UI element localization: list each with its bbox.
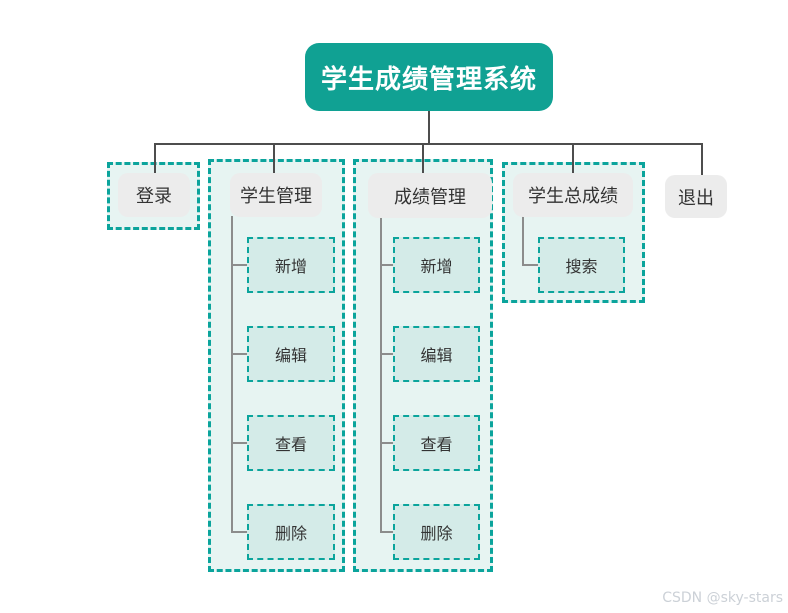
node-grade-view[interactable]: 查看 xyxy=(393,415,480,471)
node-grade-mgmt[interactable]: 成绩管理 xyxy=(368,173,492,218)
trunk-line xyxy=(154,143,703,145)
node-login[interactable]: 登录 xyxy=(118,173,190,217)
connector-line xyxy=(231,353,247,355)
spine-line xyxy=(522,216,524,266)
trunk-line xyxy=(428,111,430,145)
node-grade-delete[interactable]: 删除 xyxy=(393,504,480,560)
node-student-delete[interactable]: 删除 xyxy=(247,504,335,560)
connector-line xyxy=(522,264,538,266)
watermark-text: CSDN @sky-stars xyxy=(662,590,783,606)
node-student-view[interactable]: 查看 xyxy=(247,415,335,471)
branch-line xyxy=(154,143,156,174)
branch-line xyxy=(701,143,703,176)
spine-line xyxy=(380,216,382,533)
branch-line xyxy=(422,143,424,174)
connector-line xyxy=(380,442,393,444)
node-student-add[interactable]: 新增 xyxy=(247,237,335,293)
connector-line xyxy=(231,531,247,533)
spine-line xyxy=(231,216,233,533)
connector-line xyxy=(231,264,247,266)
node-total-grade[interactable]: 学生总成绩 xyxy=(513,173,633,217)
branch-line xyxy=(572,143,574,174)
connector-line xyxy=(380,531,393,533)
node-grade-add[interactable]: 新增 xyxy=(393,237,480,293)
connector-line xyxy=(380,264,393,266)
root-node[interactable]: 学生成绩管理系统 xyxy=(305,43,553,111)
branch-line xyxy=(273,143,275,176)
node-total-search[interactable]: 搜索 xyxy=(538,237,625,293)
node-student-edit[interactable]: 编辑 xyxy=(247,326,335,382)
node-grade-edit[interactable]: 编辑 xyxy=(393,326,480,382)
node-student-mgmt[interactable]: 学生管理 xyxy=(230,173,322,217)
connector-line xyxy=(380,353,393,355)
node-exit[interactable]: 退出 xyxy=(665,175,727,218)
connector-line xyxy=(231,442,247,444)
